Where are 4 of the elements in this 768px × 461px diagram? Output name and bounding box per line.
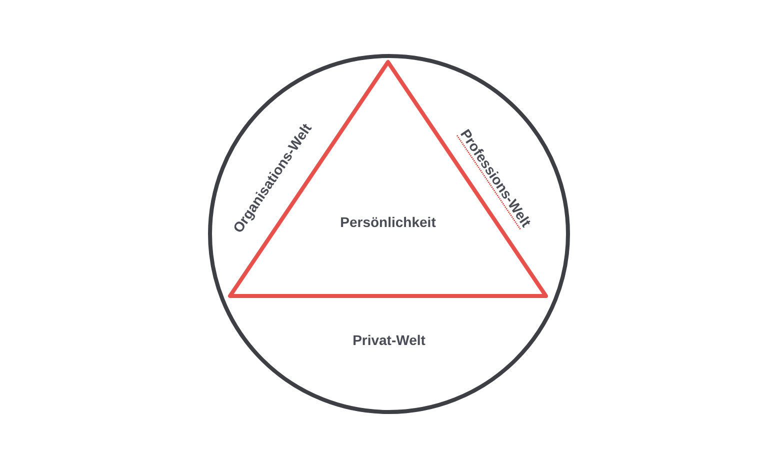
node-label: Persönlichkeit — [340, 214, 436, 230]
node-label: Privat-Welt — [352, 332, 426, 348]
circle-node — [208, 54, 570, 414]
triangle-node — [228, 60, 548, 298]
